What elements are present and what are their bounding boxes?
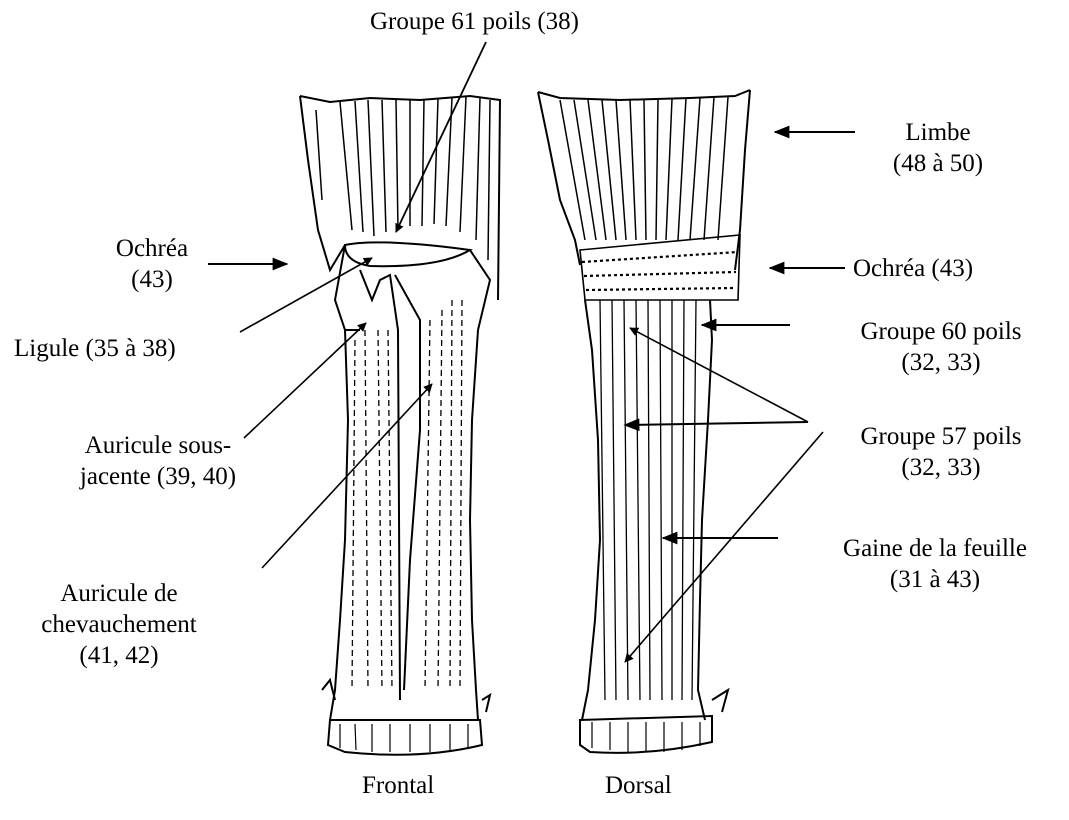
label-groupe60: Groupe 60 poils (32, 33) xyxy=(826,316,1056,378)
frontal-blade-veins xyxy=(316,97,490,260)
arrow-groupe57-a xyxy=(630,328,808,422)
label-auricule-sous: Auricule sous- jacente (39, 40) xyxy=(38,430,278,492)
label-groupe61: Groupe 61 poils (38) xyxy=(370,6,579,37)
arrow-groupe57-c xyxy=(625,432,823,662)
label-limbe: Limbe (48 à 50) xyxy=(878,117,998,179)
dorsal-drawing xyxy=(538,90,750,753)
label-ochrea-right: Ochréa (43) xyxy=(853,253,973,284)
label-view-frontal: Frontal xyxy=(362,770,434,801)
label-view-dorsal: Dorsal xyxy=(605,770,672,801)
frontal-drawing xyxy=(300,96,500,755)
dorsal-blade-veins xyxy=(560,97,728,240)
dorsal-sheath-veins xyxy=(600,300,696,700)
frontal-node-hairs xyxy=(340,724,468,752)
label-ligule: Ligule (35 à 38) xyxy=(14,333,176,364)
label-gaine: Gaine de la feuille (31 à 43) xyxy=(810,533,1060,595)
arrow-groupe57-b xyxy=(625,422,808,425)
label-groupe57: Groupe 57 poils (32, 33) xyxy=(826,421,1056,483)
label-auricule-chev: Auricule de chevauchement (41, 42) xyxy=(0,578,238,671)
label-ochrea-left: Ochréa (43) xyxy=(92,233,212,295)
dorsal-ochrea-texture xyxy=(582,252,738,290)
arrow-ligule xyxy=(240,258,372,332)
